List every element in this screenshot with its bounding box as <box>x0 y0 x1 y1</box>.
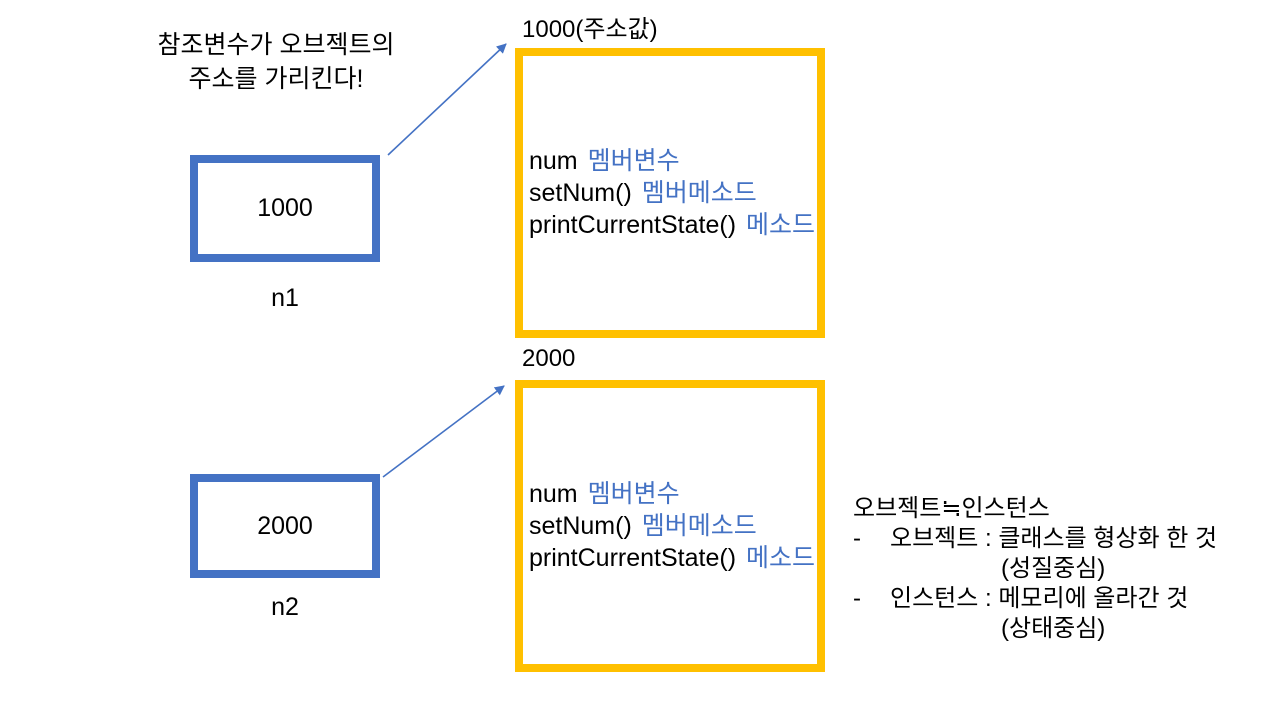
member-code: setNum() <box>529 179 632 207</box>
annotation-line-2: 주소를 가리킨다! <box>188 65 364 93</box>
note-bullet: - <box>853 585 861 612</box>
reference-box-n1: 1000 <box>190 155 380 262</box>
note-title: 오브젝트≒인스턴스 <box>853 495 1050 522</box>
member-line: setNum() 멤버메소드 <box>529 510 817 542</box>
member-desc: 메소드 <box>746 544 816 572</box>
annotation-line-1: 참조변수가 오브젝트의 <box>157 31 395 59</box>
arrow-n1-to-object1 <box>387 43 507 156</box>
note-item-sub: (상태중심) <box>1001 615 1106 642</box>
member-code: printCurrentState() <box>529 544 737 572</box>
note-item-text: 오브젝트 : 클래스를 형상화 한 것 <box>890 525 1218 552</box>
member-desc: 멤버변수 <box>587 480 680 508</box>
member-line: printCurrentState() 메소드 <box>529 542 817 574</box>
member-code: setNum() <box>529 512 632 540</box>
object-instance-note: 오브젝트≒인스턴스 - 오브젝트 : 클래스를 형상화 한 것 (성질중심) - 인… <box>853 494 1217 644</box>
reference-value-n2: 2000 <box>257 511 313 540</box>
annotation-text: 참조변수가 오브젝트의 주소를 가리킨다! <box>148 28 404 96</box>
note-bullet: - <box>853 525 861 552</box>
arrow-n2-to-object2 <box>382 385 505 478</box>
member-desc: 멤버메소드 <box>641 179 757 207</box>
member-desc: 멤버메소드 <box>641 512 757 540</box>
member-code: printCurrentState() <box>529 211 737 239</box>
reference-box-n2: 2000 <box>190 474 380 578</box>
member-line: num 멤버변수 <box>529 145 817 177</box>
member-code: num <box>529 480 578 508</box>
member-desc: 멤버변수 <box>587 147 680 175</box>
member-code: num <box>529 147 578 175</box>
address-label-object2: 2000 <box>522 345 576 372</box>
member-line: setNum() 멤버메소드 <box>529 177 817 209</box>
note-item: - 인스턴스 : 메모리에 올라간 것 <box>853 584 1217 614</box>
member-line: printCurrentState() 메소드 <box>529 209 817 241</box>
object-box-2: num 멤버변수 setNum() 멤버메소드 printCurrentState(… <box>515 380 825 672</box>
reference-name-n1: n1 <box>271 284 299 312</box>
note-item-text: 인스턴스 : 메모리에 올라간 것 <box>890 585 1189 612</box>
address-label-object1: 1000(주소값) <box>522 16 658 43</box>
reference-name-n2: n2 <box>271 593 299 621</box>
member-desc: 메소드 <box>746 211 816 239</box>
reference-value-n1: 1000 <box>257 194 313 222</box>
object-box-1: num 멤버변수 setNum() 멤버메소드 printCurrentState(… <box>515 48 825 338</box>
note-item: - 오브젝트 : 클래스를 형상화 한 것 <box>853 524 1217 554</box>
member-line: num 멤버변수 <box>529 478 817 510</box>
note-item-sub: (성질중심) <box>1001 555 1106 582</box>
